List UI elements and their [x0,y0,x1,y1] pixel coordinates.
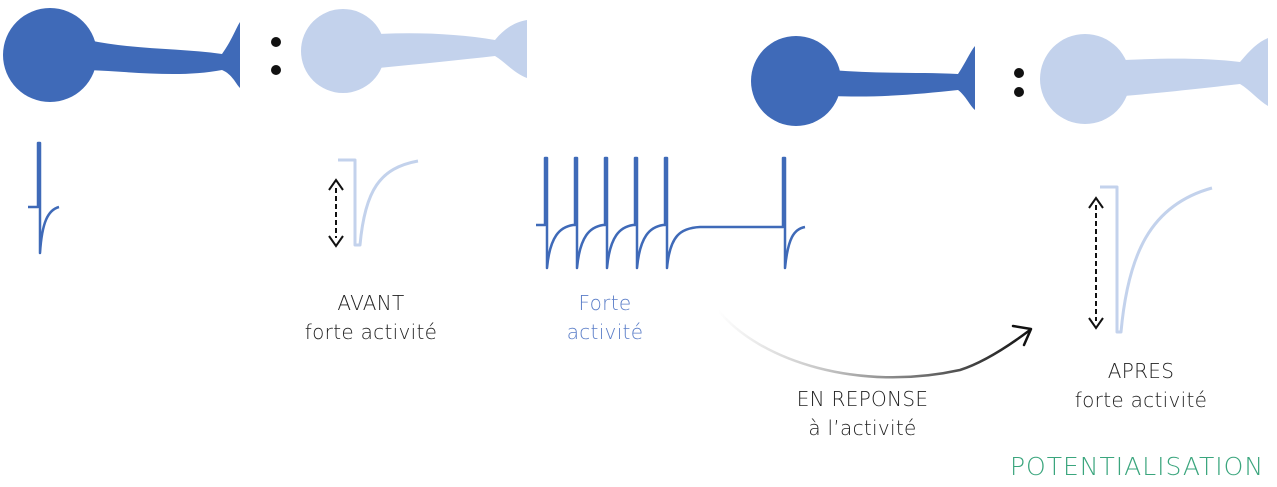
neuron-pair-before [3,8,527,102]
large-response-trace [1100,185,1213,334]
strong-activity-label: Forte activité [545,289,665,347]
response-label-line2: à l’activité [808,416,917,440]
double-arrow-icon [328,178,344,248]
single-spike-trace [28,141,60,255]
before-label: AVANT forte activité [285,289,457,347]
response-label: EN REPONSE à l’activité [775,385,950,443]
postsynaptic-neuron-icon [301,9,527,93]
double-arrow-icon [1088,196,1104,330]
presynaptic-neuron-icon [751,36,975,126]
potentiation-label: POTENTIALISATION [1002,452,1272,481]
small-response-trace [338,158,419,247]
spike-train-trace [536,156,806,270]
synapse-dots-icon [271,37,281,75]
postsynaptic-neuron-icon [1040,34,1268,124]
presynaptic-neuron-icon [3,8,240,102]
after-label: APRES forte activité [1055,357,1227,415]
strong-activity-line1: Forte [578,291,632,315]
potentiation-text: POTENTIALISATION [1009,452,1265,481]
before-label-line1: AVANT [337,291,405,315]
synapse-dots-icon [1014,68,1024,97]
before-label-line2: forte activité [304,320,438,344]
after-label-line2: forte activité [1074,388,1208,412]
response-label-line1: EN REPONSE [796,387,929,411]
curved-arrow-icon [717,309,1033,379]
strong-activity-line2: activité [566,320,644,344]
neuron-pair-after [751,34,1268,126]
after-label-line1: APRES [1107,359,1175,383]
